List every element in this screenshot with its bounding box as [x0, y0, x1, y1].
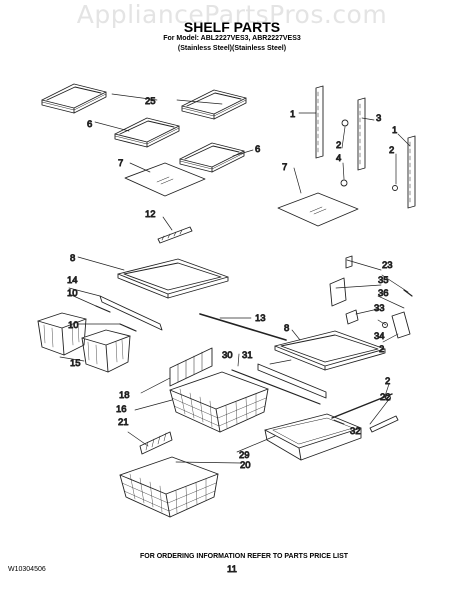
callout-32: 32 — [350, 426, 361, 437]
callout-8-lower: 8 — [284, 323, 289, 334]
callout-2-bracket: 2 — [379, 344, 384, 355]
callout-29: 29 — [239, 450, 250, 461]
callout-7-right: 7 — [282, 162, 287, 173]
callout-35: 35 — [378, 275, 389, 286]
callout-6-right: 6 — [255, 144, 260, 155]
callout-13: 13 — [255, 313, 266, 324]
callout-7-left: 7 — [118, 158, 123, 169]
callout-10-lower: 10 — [68, 320, 79, 331]
document-number: W10304506 — [8, 566, 46, 573]
page-number: 11 — [227, 564, 237, 575]
callout-2-slide: 2 — [385, 376, 390, 387]
callout-23: 23 — [382, 260, 393, 271]
callout-1: 1 — [290, 109, 295, 120]
model-line: For Model: ABL2227VES3, ABR2227VES3 — [163, 35, 301, 42]
callout-16: 16 — [116, 404, 127, 415]
callout-2-rail: 2 — [389, 145, 394, 156]
callout-30: 30 — [222, 350, 233, 361]
callout-25: 25 — [145, 96, 156, 107]
callout-6-left: 6 — [87, 119, 92, 130]
finish-line: (Stainless Steel)(Stainless Steel) — [177, 45, 287, 52]
callout-22: 22 — [380, 392, 391, 403]
order-note: FOR ORDERING INFORMATION REFER TO PARTS … — [140, 553, 349, 560]
callout-14: 14 — [67, 275, 78, 286]
callout-3: 3 — [376, 113, 381, 124]
watermark: AppliancePartsPros.com — [76, 0, 388, 29]
callout-33: 33 — [374, 303, 385, 314]
callout-4: 4 — [336, 153, 341, 164]
callout-12: 12 — [145, 209, 156, 220]
callout-15: 15 — [70, 358, 81, 369]
callout-labels: 25 6 6 7 7 12 1 3 2 4 1 2 8 14 10 10 15 … — [67, 96, 398, 576]
callout-2-screw: 2 — [336, 140, 341, 151]
callout-8-upper: 8 — [70, 253, 75, 264]
callout-34: 34 — [374, 331, 385, 342]
callout-36: 36 — [378, 288, 389, 299]
callout-10-upper: 10 — [67, 288, 78, 299]
page-title: SHELF PARTS — [183, 19, 281, 35]
callout-21: 21 — [118, 417, 129, 428]
callout-1-rail: 1 — [392, 125, 397, 136]
callout-18: 18 — [119, 390, 130, 401]
callout-31: 31 — [242, 350, 253, 361]
callout-20: 20 — [240, 460, 251, 471]
